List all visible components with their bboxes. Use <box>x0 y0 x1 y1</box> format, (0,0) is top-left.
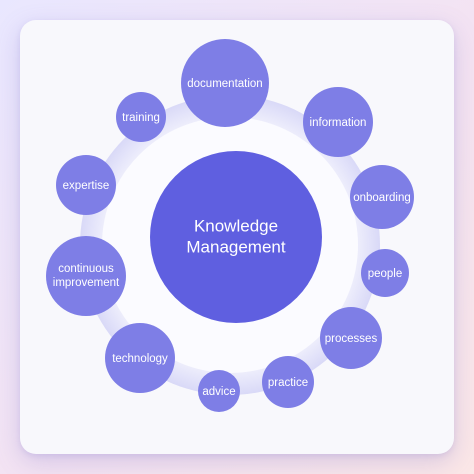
node-continuous-improvement[interactable]: continuous improvement <box>46 236 126 316</box>
node-practice[interactable]: practice <box>262 356 314 408</box>
node-advice-label: advice <box>202 386 235 398</box>
node-training[interactable]: training <box>116 92 166 142</box>
node-technology-label: technology <box>112 353 168 365</box>
node-people[interactable]: people <box>361 249 409 297</box>
node-people-label: people <box>368 268 403 280</box>
node-information-label: information <box>310 117 367 129</box>
node-documentation[interactable]: documentation <box>181 39 269 127</box>
node-advice[interactable]: advice <box>198 370 240 412</box>
node-expertise[interactable]: expertise <box>56 155 116 215</box>
node-continuous-improvement-label-line2: improvement <box>53 277 120 289</box>
node-training-label: training <box>122 112 160 124</box>
node-continuous-improvement-label-line1: continuous <box>58 263 114 275</box>
node-processes-label: processes <box>325 333 378 345</box>
center-label-line1: Knowledge <box>194 216 278 235</box>
node-processes[interactable]: processes <box>320 307 382 369</box>
node-documentation-label: documentation <box>187 78 262 90</box>
center-label-line2: Management <box>186 237 286 256</box>
node-information[interactable]: information <box>303 87 373 157</box>
node-onboarding-label: onboarding <box>353 192 411 204</box>
node-onboarding[interactable]: onboarding <box>350 165 414 229</box>
center-node[interactable]: Knowledge Management <box>150 151 322 323</box>
node-expertise-label: expertise <box>63 180 110 192</box>
node-practice-label: practice <box>268 377 308 389</box>
node-technology[interactable]: technology <box>105 323 175 393</box>
